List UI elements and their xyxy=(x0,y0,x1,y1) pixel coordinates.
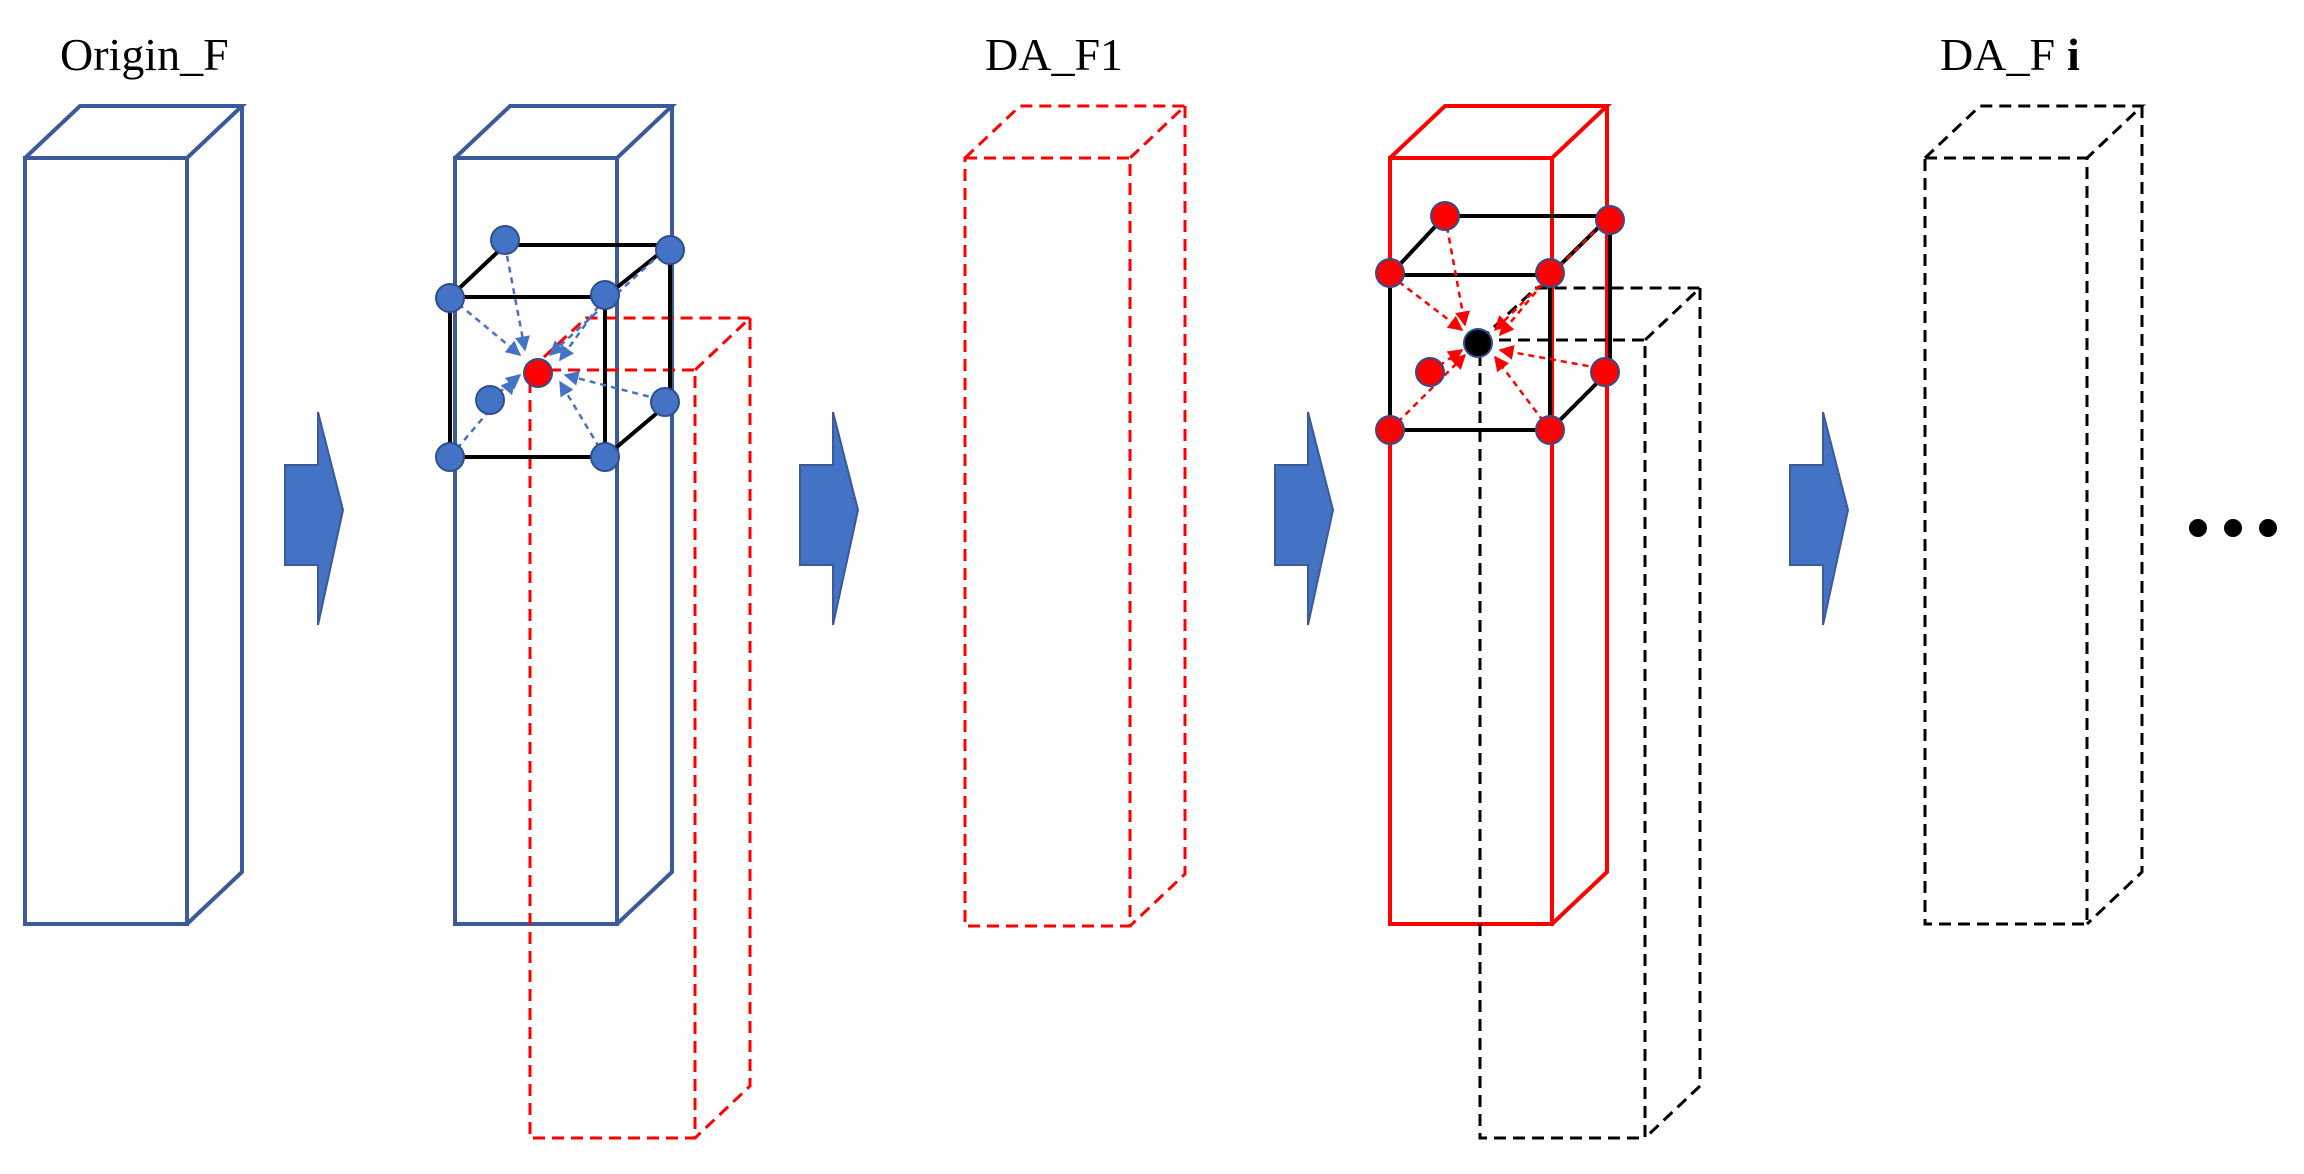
arrow-right-4 xyxy=(1789,411,1850,626)
block-red-dashed-offset xyxy=(528,316,754,1140)
block-origin-f xyxy=(23,104,248,926)
block-origin-f-sampling xyxy=(435,104,754,1140)
arrow-right-3 xyxy=(1274,411,1335,626)
sampling-arrows-blue xyxy=(449,244,671,458)
label-da-f1: DA_F1 xyxy=(985,29,1123,80)
block-da-f1-sampling xyxy=(1375,104,1704,1140)
center-point-black xyxy=(1463,328,1493,358)
continuation-dots xyxy=(2189,519,2277,537)
center-point-red xyxy=(523,358,553,388)
block-da-f1 xyxy=(963,104,1189,928)
block-da-fi xyxy=(1923,104,2146,926)
arrow-right-1 xyxy=(284,411,345,626)
arrow-right-2 xyxy=(799,411,860,626)
block-black-dashed-offset xyxy=(1478,286,1704,1140)
label-da-fi-prefix: DA_F xyxy=(1940,29,2055,80)
sample-points-red xyxy=(1375,201,1625,445)
label-origin-f: Origin_F xyxy=(60,29,229,80)
sample-points-blue xyxy=(435,225,685,472)
block-blue-outline xyxy=(453,104,678,926)
block-red-outline xyxy=(1388,104,1613,926)
label-da-fi-index: i xyxy=(2067,29,2080,80)
